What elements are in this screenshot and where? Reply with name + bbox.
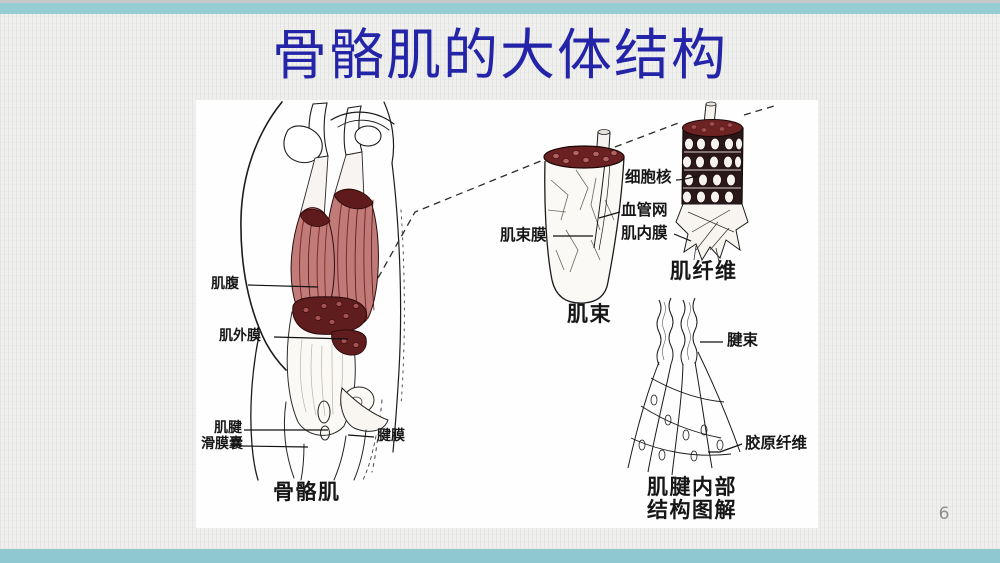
pointer-lines (241, 175, 743, 453)
caption-tendon-line1: 肌腱内部 (647, 475, 737, 499)
label-endomysium: 肌内膜 (621, 224, 668, 242)
anatomy-illustration (240, 101, 775, 483)
label-tendon: 肌腱 (214, 420, 242, 436)
label-epimysium: 肌外膜 (219, 328, 261, 344)
label-collagen-fiber: 胶原纤维 (745, 434, 808, 452)
zoom-dashed-lines (377, 105, 775, 279)
caption-tendon-line2: 结构图解 (647, 498, 737, 522)
label-aponeurosis: 腱膜 (377, 428, 405, 444)
slide-title: 骨骼肌的大体结构 (271, 23, 728, 87)
top-accent-bar (0, 0, 1000, 14)
label-cell-nucleus: 细胞核 (625, 168, 672, 186)
label-vessel-network: 血管网 (621, 201, 668, 219)
anatomy-diagram-panel: 肌腹 肌外膜 肌腱 滑膜囊 腱膜 骨骼肌 肌束膜 细胞核 血管网 肌内膜 肌束 … (196, 100, 818, 528)
caption-fascicle: 肌束 (567, 302, 612, 326)
label-tendon-bundle: 腱束 (727, 331, 759, 349)
label-muscle-belly: 肌腹 (211, 276, 239, 292)
fiber-figure (675, 101, 749, 263)
tendon-figure (627, 297, 741, 476)
page-number: 6 (938, 504, 950, 524)
arm-figure (240, 101, 405, 483)
bottom-accent-bar (0, 549, 1000, 563)
label-perimysium: 肌束膜 (500, 226, 547, 244)
caption-muscle-fiber: 肌纤维 (670, 259, 738, 283)
label-synovial-bursa: 滑膜囊 (201, 436, 243, 452)
fascicle-figure (543, 129, 625, 304)
caption-skeletal-muscle: 骨骼肌 (273, 480, 341, 504)
